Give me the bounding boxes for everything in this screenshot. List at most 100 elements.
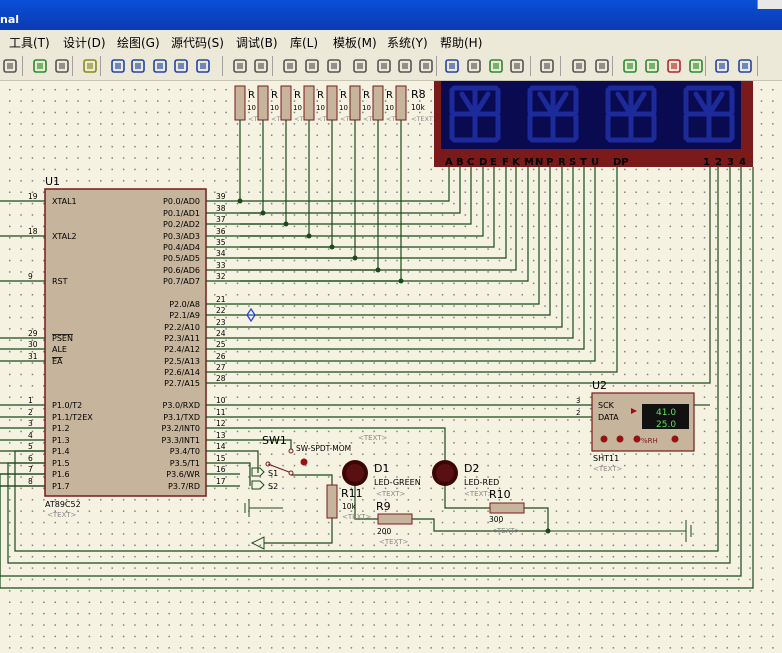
pack-resistor[interactable]	[395, 85, 407, 121]
u1-pin-num: 12	[216, 419, 226, 428]
u1-ref: U1	[45, 175, 60, 188]
menu-item-1[interactable]: 设计(D)	[63, 36, 106, 50]
display-segment-label: M	[524, 157, 534, 168]
port-s1[interactable]: S1	[251, 467, 278, 478]
grid-icon[interactable]	[53, 57, 71, 75]
u1-pin-num: 25	[216, 340, 226, 349]
electrical-check-icon[interactable]	[713, 57, 731, 75]
schematic[interactable]: U1 AT89C52 <TEXT> 19XTAL118XTAL29RST29PS…	[0, 81, 782, 653]
u1-pin-num: 6	[28, 454, 33, 463]
r10-ref: R10	[489, 488, 511, 501]
display-segment-label: C	[467, 157, 474, 168]
wire	[240, 167, 596, 362]
zoom-out-icon[interactable]	[151, 57, 169, 75]
copy-icon[interactable]	[1, 57, 19, 75]
menu-item-6[interactable]: 模板(M)	[333, 36, 377, 50]
wire	[0, 167, 742, 577]
refresh-icon[interactable]	[31, 57, 49, 75]
pack-resistor-text: <T	[340, 115, 349, 123]
u1-pin-name: P1.6	[52, 470, 70, 479]
ares-icon[interactable]	[736, 57, 754, 75]
new-sheet-icon[interactable]	[621, 57, 639, 75]
display-digit-label: 2	[715, 157, 722, 168]
make-device-icon[interactable]	[465, 57, 483, 75]
r9-resistor[interactable]: R9 200 <TEXT>	[376, 500, 413, 546]
pack-resistor[interactable]	[257, 85, 269, 121]
block-copy-icon[interactable]	[351, 57, 369, 75]
wire	[240, 167, 529, 282]
u2-sht11[interactable]: 41.0 25.0 %RH U2 SHT11 <TEXT> SCK DATA 3…	[576, 379, 695, 473]
window-control-edge[interactable]	[757, 0, 782, 9]
netlist-icon[interactable]	[687, 57, 705, 75]
u1-pin-num: 4	[28, 431, 33, 440]
decompose-icon[interactable]	[508, 57, 526, 75]
display-digit-label: 3	[727, 157, 734, 168]
menu-item-5[interactable]: 库(L)	[290, 36, 319, 50]
wire	[240, 120, 310, 237]
display-segment-label: D	[479, 157, 487, 168]
d1-led[interactable]: D1 LED-GREEN <TEXT>	[342, 460, 421, 498]
wire-autorouter-icon[interactable]	[538, 57, 556, 75]
zoom-all-icon[interactable]	[172, 57, 190, 75]
pack-resistor[interactable]	[303, 85, 315, 121]
block-move-icon[interactable]	[375, 57, 393, 75]
property-assign-icon[interactable]	[593, 57, 611, 75]
origin-icon[interactable]	[81, 57, 99, 75]
paste-icon[interactable]	[325, 57, 343, 75]
redo-icon[interactable]	[252, 57, 270, 75]
r9-value: 200	[377, 527, 392, 536]
zoom-in-icon[interactable]	[129, 57, 147, 75]
bom-icon[interactable]	[665, 57, 683, 75]
r10-resistor[interactable]: R10 300 <TEXT>	[489, 488, 525, 535]
u1-pin-num: 9	[28, 272, 33, 281]
pan-icon[interactable]	[109, 57, 127, 75]
u1-pin-num: 35	[216, 238, 226, 247]
pick-device-icon[interactable]	[443, 57, 461, 75]
menu-item-8[interactable]: 帮助(H)	[440, 36, 483, 50]
ground-symbol	[244, 499, 283, 517]
u1-pin-num: 26	[216, 352, 226, 361]
menu-item-3[interactable]: 源代码(S)	[171, 36, 224, 50]
block-rotate-icon[interactable]	[396, 57, 414, 75]
menu-item-7[interactable]: 系统(Y)	[387, 36, 428, 50]
menu-item-2[interactable]: 绘图(G)	[117, 36, 160, 50]
pack-resistor[interactable]	[280, 85, 292, 121]
pack-resistor-value: 10	[270, 104, 279, 112]
display-digit-label: 4	[739, 157, 746, 168]
display-segment-label: T	[580, 157, 587, 168]
u1-body[interactable]	[44, 188, 207, 497]
probe-marker[interactable]	[246, 307, 256, 323]
menu-item-0[interactable]: 工具(T)	[9, 36, 50, 50]
search-icon[interactable]	[570, 57, 588, 75]
pack-resistor[interactable]	[234, 85, 246, 121]
zoom-area-icon[interactable]	[194, 57, 212, 75]
pack-resistor[interactable]	[326, 85, 338, 121]
junction-dot	[260, 210, 266, 216]
r11-resistor[interactable]: R11 10k <TEXT>	[326, 484, 372, 521]
package-icon[interactable]	[487, 57, 505, 75]
remove-sheet-icon[interactable]	[643, 57, 661, 75]
u1-pin-num: 14	[216, 442, 226, 451]
cut-icon[interactable]	[281, 57, 299, 75]
pack-resistor[interactable]	[349, 85, 361, 121]
copy-icon[interactable]	[303, 57, 321, 75]
undo-icon[interactable]	[231, 57, 249, 75]
display-digit	[449, 85, 501, 143]
block-delete-icon[interactable]	[417, 57, 435, 75]
u1-pin-name: P0.5/AD5	[163, 254, 200, 263]
display-segment-label: F	[502, 157, 509, 168]
toolbar-separator	[222, 56, 223, 76]
d2-led[interactable]: D2 LED-RED <TEXT>	[432, 460, 499, 498]
u1-pin-num: 1	[28, 396, 33, 405]
port-s2[interactable]: S2	[251, 480, 278, 491]
pack-resistor[interactable]	[372, 85, 384, 121]
u1-pin-name: P2.2/A10	[164, 323, 200, 332]
toolbar-separator	[612, 56, 613, 76]
wire	[240, 167, 563, 328]
sw1-switch[interactable]: SW1 SW-SPDT-MOM <TEXT>	[262, 434, 388, 476]
menu-item-4[interactable]: 调试(B)	[236, 36, 278, 50]
u1-pin-num: 16	[216, 465, 226, 474]
u1-pin-name: P3.6/WR	[166, 470, 200, 479]
